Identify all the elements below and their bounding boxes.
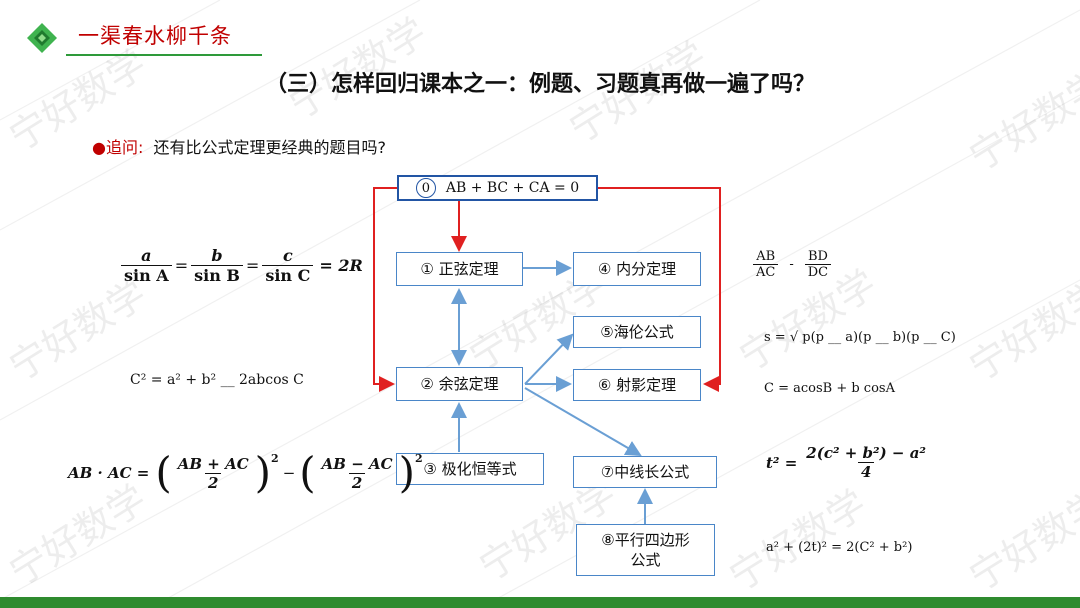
arrow-top-to-projection	[598, 187, 721, 392]
bisector-num1: AB	[756, 249, 776, 264]
bisector-sep: -	[789, 257, 794, 272]
projection-formula: C = acosB + b cosA	[764, 381, 895, 396]
bisector-num2: BD	[807, 249, 828, 264]
parallelogram-line1: ⑧平行四边形	[601, 530, 690, 549]
follow-up-question: ●追问: 还有比公式定理更经典的题目吗?	[92, 134, 386, 158]
node-parallelogram: ⑧平行四边形 公式	[576, 524, 715, 576]
question-label: 追问:	[105, 138, 144, 157]
polarization-den2: 2	[348, 472, 366, 492]
header-title: 一渠春水柳千条	[78, 24, 232, 48]
polarization-diff: AB − AC	[321, 454, 393, 473]
median-numerator: 2(c² + b²) − a²	[806, 444, 927, 462]
node-internal-division: ④ 内分定理	[573, 252, 701, 286]
heron-formula: s = √ p(p __ a)(p __ b)(p __ C)	[764, 330, 956, 345]
node-median-length: ⑦中线长公式	[573, 456, 717, 488]
cosine-law-formula: C² = a² + b² __ 2abcos C	[130, 372, 304, 388]
polarization-exp1: 2	[271, 452, 279, 465]
bisector-den2: DC	[804, 264, 832, 280]
sine-frac-sinC: sin C	[262, 265, 314, 285]
question-text: 还有比公式定理更经典的题目吗?	[153, 138, 387, 157]
polarization-sum: AB + AC	[177, 454, 249, 473]
bullet-icon: ●	[92, 138, 106, 157]
header-divider	[66, 54, 262, 56]
arrow-top-to-cosine	[373, 187, 398, 392]
sine-frac-b: b	[211, 246, 223, 265]
vector-sum-box: 0 AB + BC + CA = 0	[397, 175, 598, 201]
node-polarization-identity: ③ 极化恒等式	[396, 453, 544, 485]
page-title: （三）怎样回归课本之一：例题、习题真再做一遍了吗？	[264, 72, 815, 97]
node-sine-law: ① 正弦定理	[396, 252, 523, 286]
sine-law-rhs: = 2R	[319, 256, 363, 275]
node-cosine-law: ② 余弦定理	[396, 367, 523, 401]
arrow-cosine-to-heron	[524, 333, 574, 385]
arrow-cosine-to-median	[524, 387, 642, 457]
sine-frac-sinB: sin B	[191, 265, 243, 285]
parallelogram-line2: 公式	[630, 551, 661, 569]
vector-sum-equation: AB + BC + CA = 0	[445, 179, 580, 196]
polarization-exp2: 2	[414, 452, 423, 465]
median-denominator: 4	[857, 462, 875, 481]
polarization-lhs: AB · AC =	[68, 464, 150, 482]
median-lhs: t² =	[766, 453, 798, 472]
sine-frac-c: c	[282, 246, 293, 265]
bisector-den1: AC	[753, 264, 779, 280]
footer-bar	[0, 597, 1080, 608]
parallelogram-formula: a² + (2t)² = 2(C² + b²)	[766, 540, 913, 555]
node-projection-theorem: ⑥ 射影定理	[573, 369, 701, 401]
node-heron-formula: ⑤海伦公式	[573, 316, 701, 348]
node-number-zero: 0	[415, 178, 436, 198]
diamond-logo-icon	[27, 23, 57, 53]
sine-frac-sinA: sin A	[121, 265, 172, 285]
sine-frac-a: a	[141, 246, 152, 265]
polarization-den1: 2	[204, 472, 222, 492]
